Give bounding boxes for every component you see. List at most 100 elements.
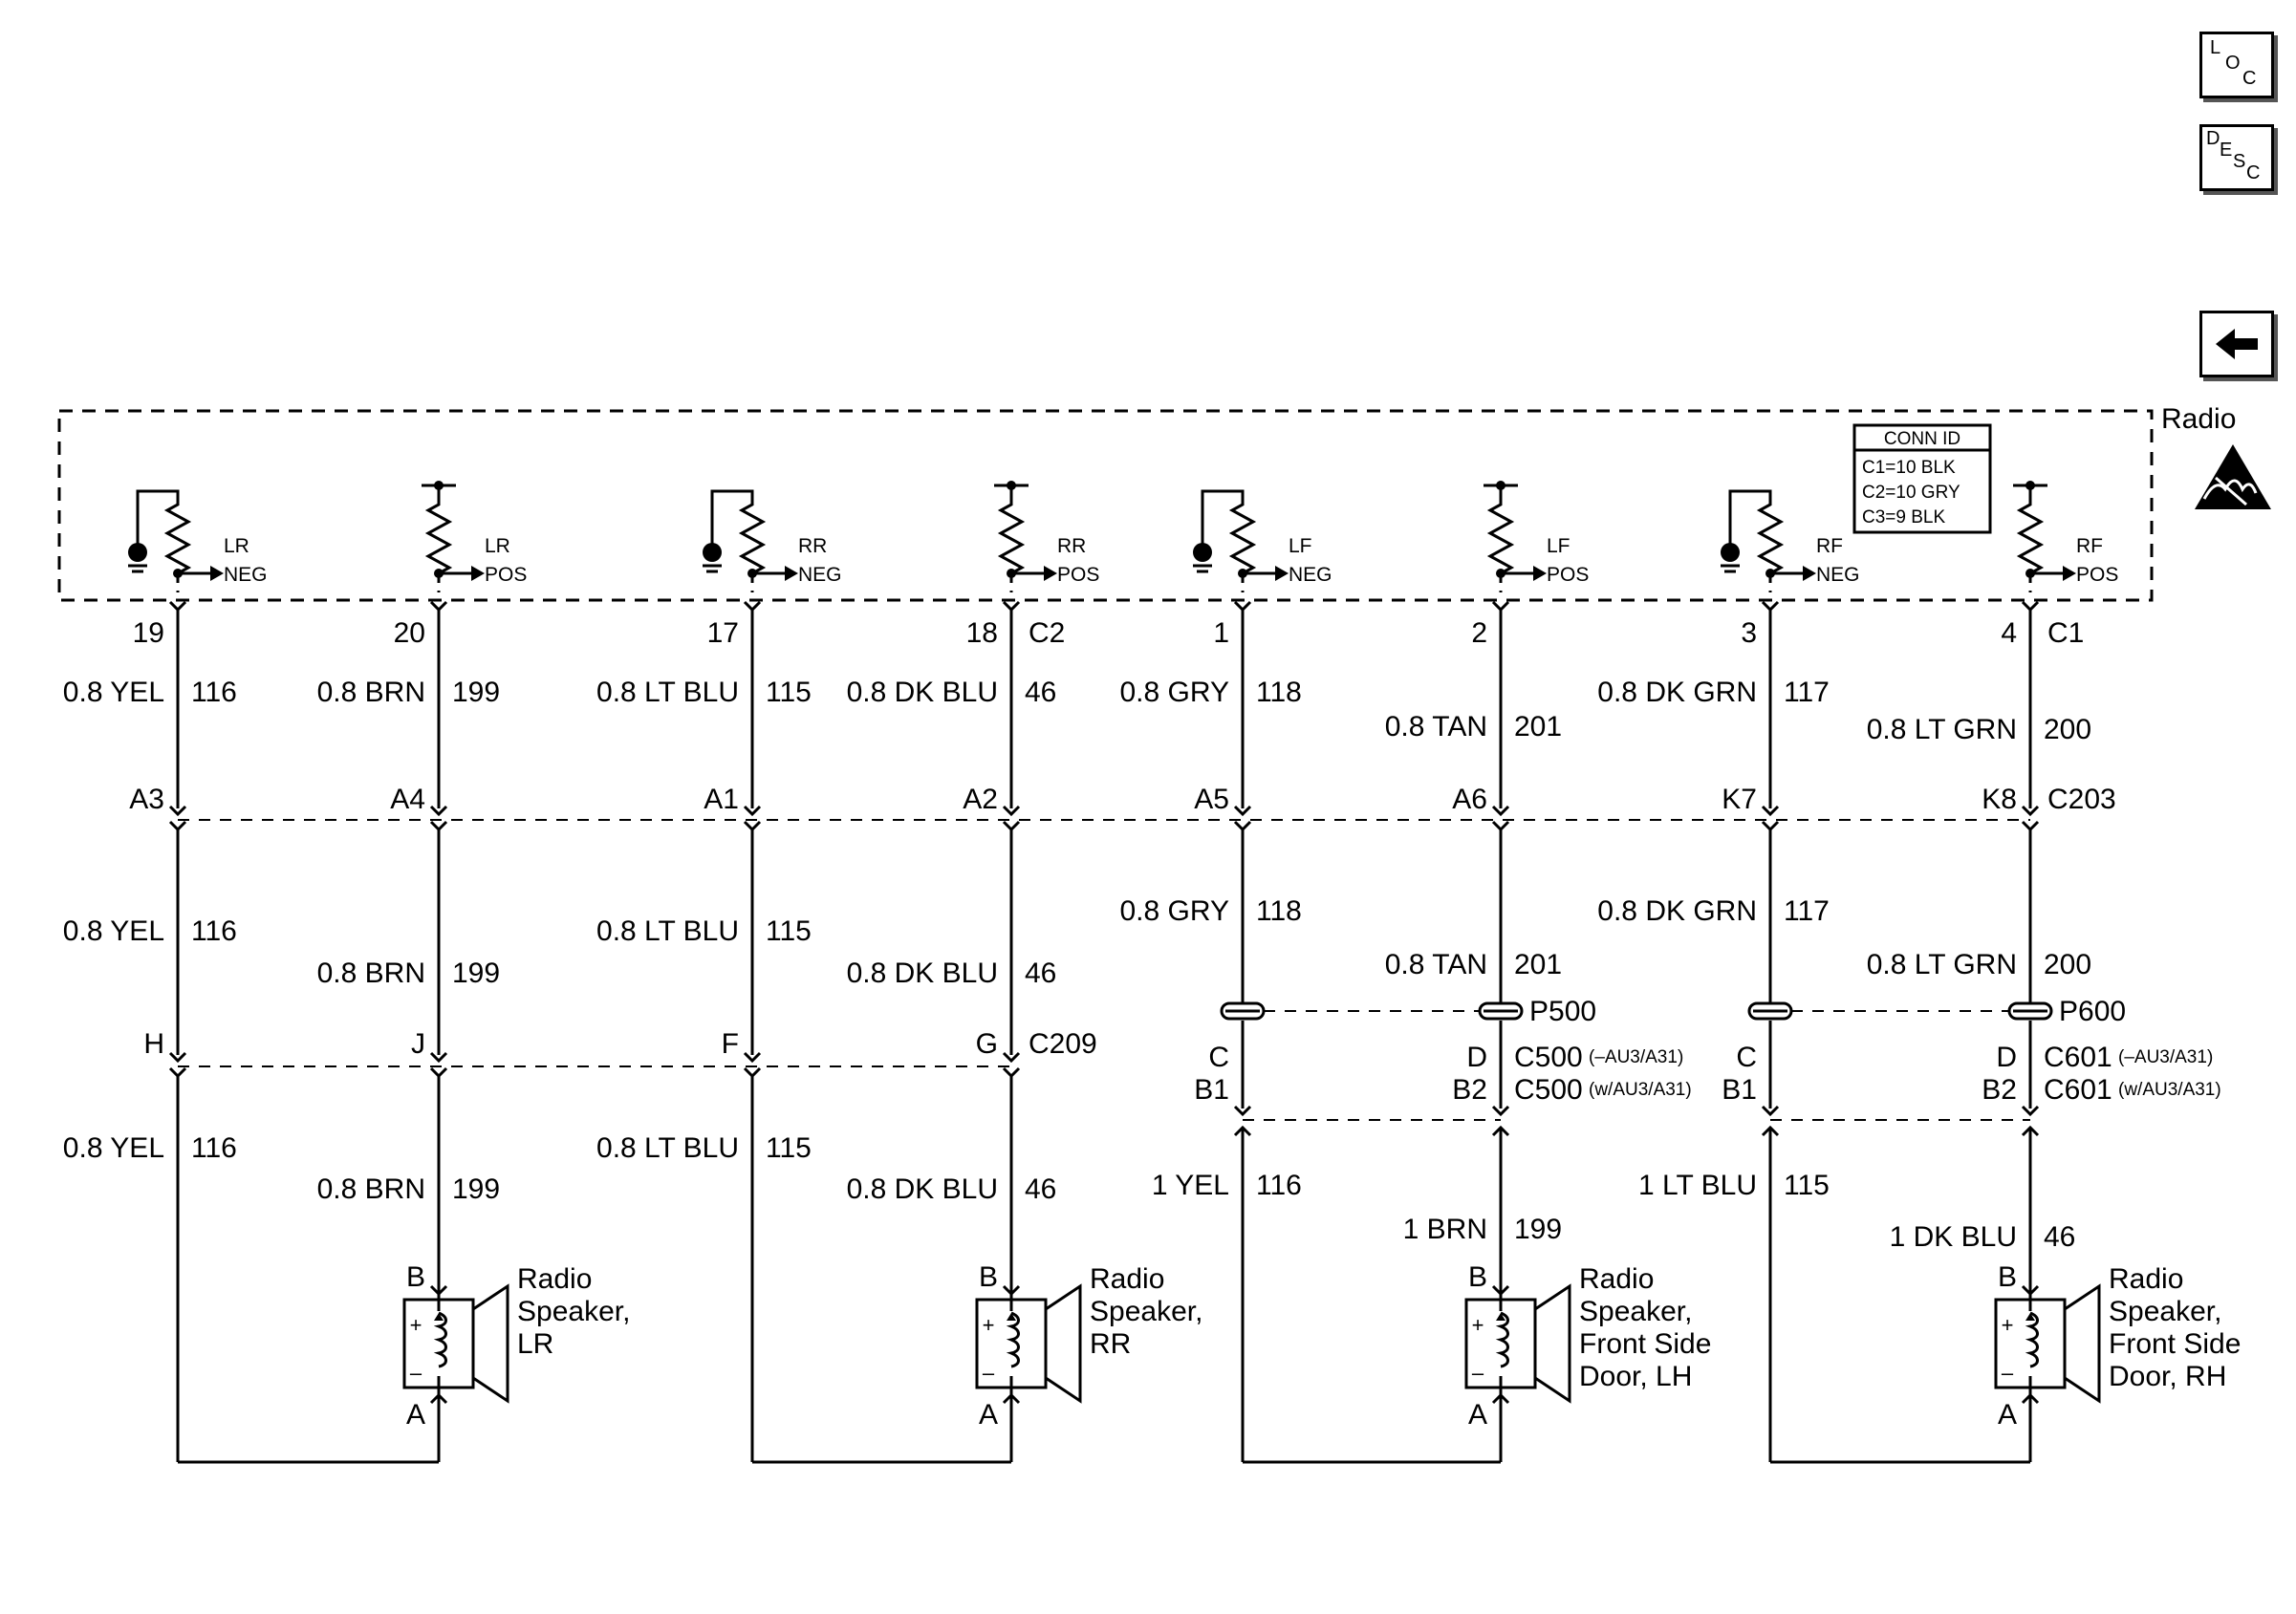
speaker-pin-a: A [1468, 1399, 1487, 1431]
speaker-name: Radio [517, 1263, 592, 1295]
c209-fork-bottom [1002, 1066, 1021, 1079]
seg2-wire-color: 0.8 BRN [317, 958, 425, 989]
output-resistor [997, 495, 1026, 583]
seg3-wire-circuit: 199 [452, 1173, 500, 1205]
radio-pin-number: 17 [707, 617, 739, 649]
seg1-wire-circuit: 200 [2044, 714, 2091, 745]
seg1-wire-color: 0.8 BRN [317, 677, 425, 708]
right-arrow-icon [1803, 566, 1816, 581]
seg1-wire-color: 0.8 DK BLU [847, 677, 998, 708]
speaker-pin-b-fork [2021, 1284, 2040, 1297]
speaker-name: Front Side [1579, 1328, 1711, 1360]
radio-module-boundary [57, 409, 2154, 602]
seg2-wire-color: 0.8 TAN [1385, 949, 1487, 980]
c209-fork-top [429, 1051, 448, 1064]
seg1-wire-circuit: 46 [1025, 677, 1056, 708]
radio-pin-fork [1233, 600, 1252, 613]
speaker-name: Speaker, [1579, 1296, 1692, 1327]
speaker-pin-a-fork [1002, 1392, 1021, 1405]
seg3-wire-color: 0.8 YEL [63, 1132, 164, 1164]
ground-icon [128, 543, 147, 562]
door-connector-name: C601 [2044, 1074, 2112, 1106]
right-arrow-icon [785, 566, 798, 581]
c209-fork-top [168, 1051, 187, 1064]
door-connector-name: C500 [1514, 1042, 1583, 1073]
c209-pin: J [411, 1028, 425, 1060]
door-connector-note: (w/AU3/A31) [1589, 1080, 1692, 1100]
door-connector-note: (–AU3/A31) [1589, 1047, 1683, 1067]
c203-fork-bottom [743, 820, 762, 832]
door-connector-note: (–AU3/A31) [2118, 1047, 2213, 1067]
c203-fork-top [168, 805, 187, 817]
speaker-name: Radio [2109, 1263, 2183, 1295]
c203-pin: A5 [1194, 784, 1229, 815]
loc-letter-l: L [2210, 37, 2221, 58]
seg2-wire-circuit: 46 [1025, 958, 1056, 989]
speaker-cone-icon [1045, 1283, 1082, 1404]
loc-button[interactable]: L O C [2199, 32, 2274, 98]
seg1-wire-color: 0.8 LT GRN [1867, 714, 2017, 745]
speaker-name: Door, RH [2109, 1361, 2226, 1392]
seg1-wire-circuit: 116 [191, 677, 237, 708]
speaker-pin-a-fork [1491, 1392, 1510, 1405]
c209-fork-bottom [429, 1066, 448, 1079]
seg2-wire-circuit: 201 [1514, 949, 1562, 980]
seg2-wire-circuit: 115 [766, 915, 812, 947]
seg3-wire-color: 0.8 DK BLU [847, 1173, 998, 1205]
seg1-wire-circuit: 201 [1514, 711, 1562, 742]
output-label-polarity: POS [1547, 564, 1589, 586]
radio-pin-number: 19 [133, 617, 164, 649]
radio-pin-fork [168, 600, 187, 613]
right-arrow-icon [471, 566, 485, 581]
neg-ground-lead [1728, 489, 1772, 545]
speaker-terminal-plus: + [410, 1313, 422, 1337]
speaker-coil-icon [1006, 1311, 1020, 1368]
c203-fork-top [429, 805, 448, 817]
radio-pin-fork [743, 600, 762, 613]
speaker-pin-a: A [1998, 1399, 2017, 1431]
ground-icon [703, 543, 722, 562]
output-label-polarity: NEG [1816, 564, 1860, 586]
output-label-position: RF [2076, 535, 2103, 557]
conn-id-line: C2=10 GRY [1862, 483, 1960, 503]
right-arrow-icon [1044, 566, 1057, 581]
speaker-name: Radio [1579, 1263, 1654, 1295]
door-pin-bottom: B2 [1982, 1074, 2017, 1106]
c203-label: C203 [2047, 784, 2116, 815]
seg2-wire-circuit: 116 [191, 915, 237, 947]
output-label-position: LR [485, 535, 510, 557]
conn-id-line: C1=10 BLK [1862, 458, 1956, 478]
loc-letter-o: O [2225, 53, 2241, 74]
c203-pin: A6 [1452, 784, 1487, 815]
desc-button[interactable]: D E S C [2199, 124, 2274, 191]
seg3-wire-circuit: 46 [1025, 1173, 1056, 1205]
speaker-terminal-minus: – [983, 1361, 995, 1385]
radio-pin-number: 4 [2001, 617, 2017, 649]
coil-arrow-icon [2025, 1313, 2035, 1321]
seg3-wire-color: 0.8 LT BLU [596, 1132, 739, 1164]
speaker-terminal-minus: – [1472, 1361, 1484, 1385]
ground-icon [1193, 543, 1212, 562]
seg1-wire-color: 0.8 TAN [1385, 711, 1487, 742]
c203-fork-top [743, 805, 762, 817]
c209-pin: H [143, 1028, 164, 1060]
output-label-position: RR [798, 535, 827, 557]
back-button[interactable] [2199, 311, 2274, 377]
door-pin-bottom: B1 [1722, 1074, 1757, 1106]
c203-fork-top [1233, 805, 1252, 817]
door-conn-fork-top [1761, 1105, 1780, 1117]
c203-fork-bottom [429, 820, 448, 832]
speaker-pin-a-fork [429, 1392, 448, 1405]
c209-pin: G [976, 1028, 998, 1060]
passthrough-label: P500 [1529, 996, 1596, 1027]
c203-pin: A4 [390, 784, 425, 815]
seg3-wire-circuit: 46 [2044, 1221, 2075, 1253]
desc-letter-s: S [2233, 151, 2246, 172]
esd-hand-warning-icon [2195, 444, 2271, 509]
speaker-pin-b-fork [1002, 1284, 1021, 1297]
c209-fork-bottom [743, 1066, 762, 1079]
seg2-wire-circuit: 117 [1784, 895, 1830, 927]
coil-arrow-icon [434, 1313, 444, 1321]
speaker-terminal-plus: + [2002, 1313, 2014, 1337]
radio-pin-number: 1 [1213, 617, 1229, 649]
